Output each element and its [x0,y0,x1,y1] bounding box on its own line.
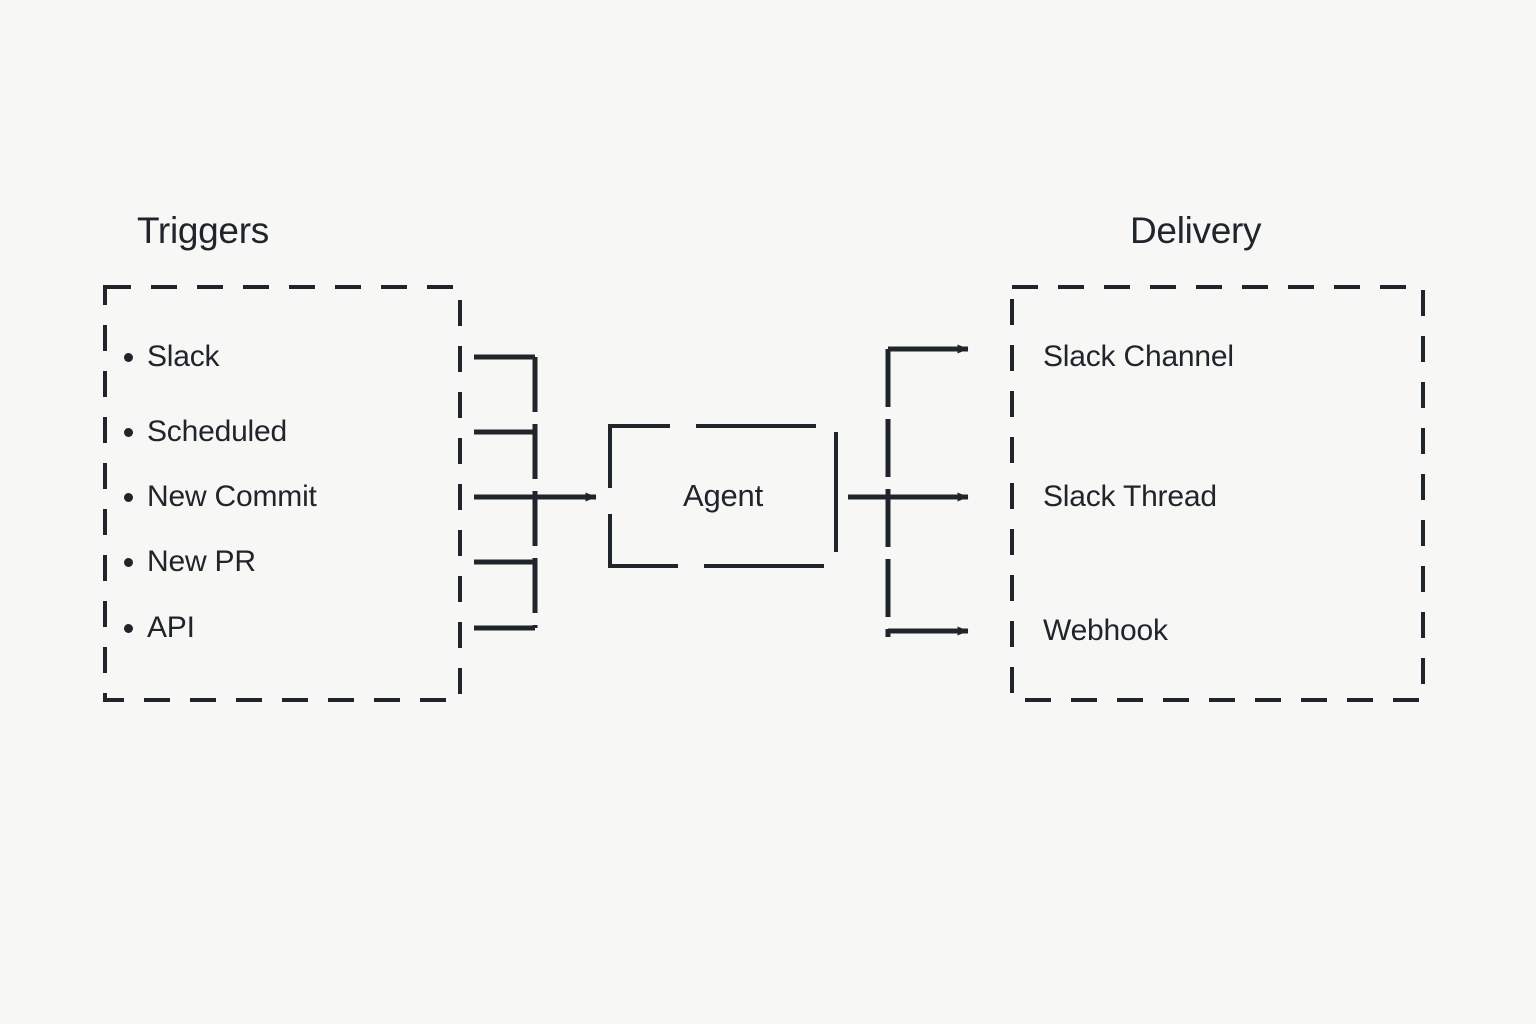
triggers-group-box [103,285,462,702]
trigger-item-label: Slack [147,340,220,373]
trigger-item-api[interactable]: API [124,613,195,643]
trigger-item-new-commit[interactable]: New Commit [124,482,317,512]
delivery-item-slack-thread[interactable]: Slack Thread [1043,480,1217,513]
trigger-item-label: New Commit [147,480,317,513]
delivery-item-slack-channel[interactable]: Slack Channel [1043,340,1234,373]
bullet-icon [124,427,133,437]
trigger-item-label: Scheduled [147,415,287,448]
trigger-item-new-pr[interactable]: New PR [124,547,256,577]
delivery-heading: Delivery [1130,210,1262,251]
agent-label: Agent [682,478,763,513]
bullet-icon [124,557,133,567]
delivery-item-webhook[interactable]: Webhook [1043,614,1168,647]
triggers-connector-bus [474,354,538,631]
trigger-item-scheduled[interactable]: Scheduled [124,417,287,447]
bullet-icon [124,352,133,362]
triggers-heading: Triggers [137,210,269,251]
trigger-item-label: API [147,611,195,644]
bullet-icon [124,492,133,502]
delivery-group-box [1010,285,1425,702]
agent-box[interactable] [608,424,838,568]
delivery-connector-bus [848,349,891,637]
trigger-item-label: New PR [147,545,256,578]
bullet-icon [124,623,133,633]
trigger-item-slack[interactable]: Slack [124,340,220,373]
